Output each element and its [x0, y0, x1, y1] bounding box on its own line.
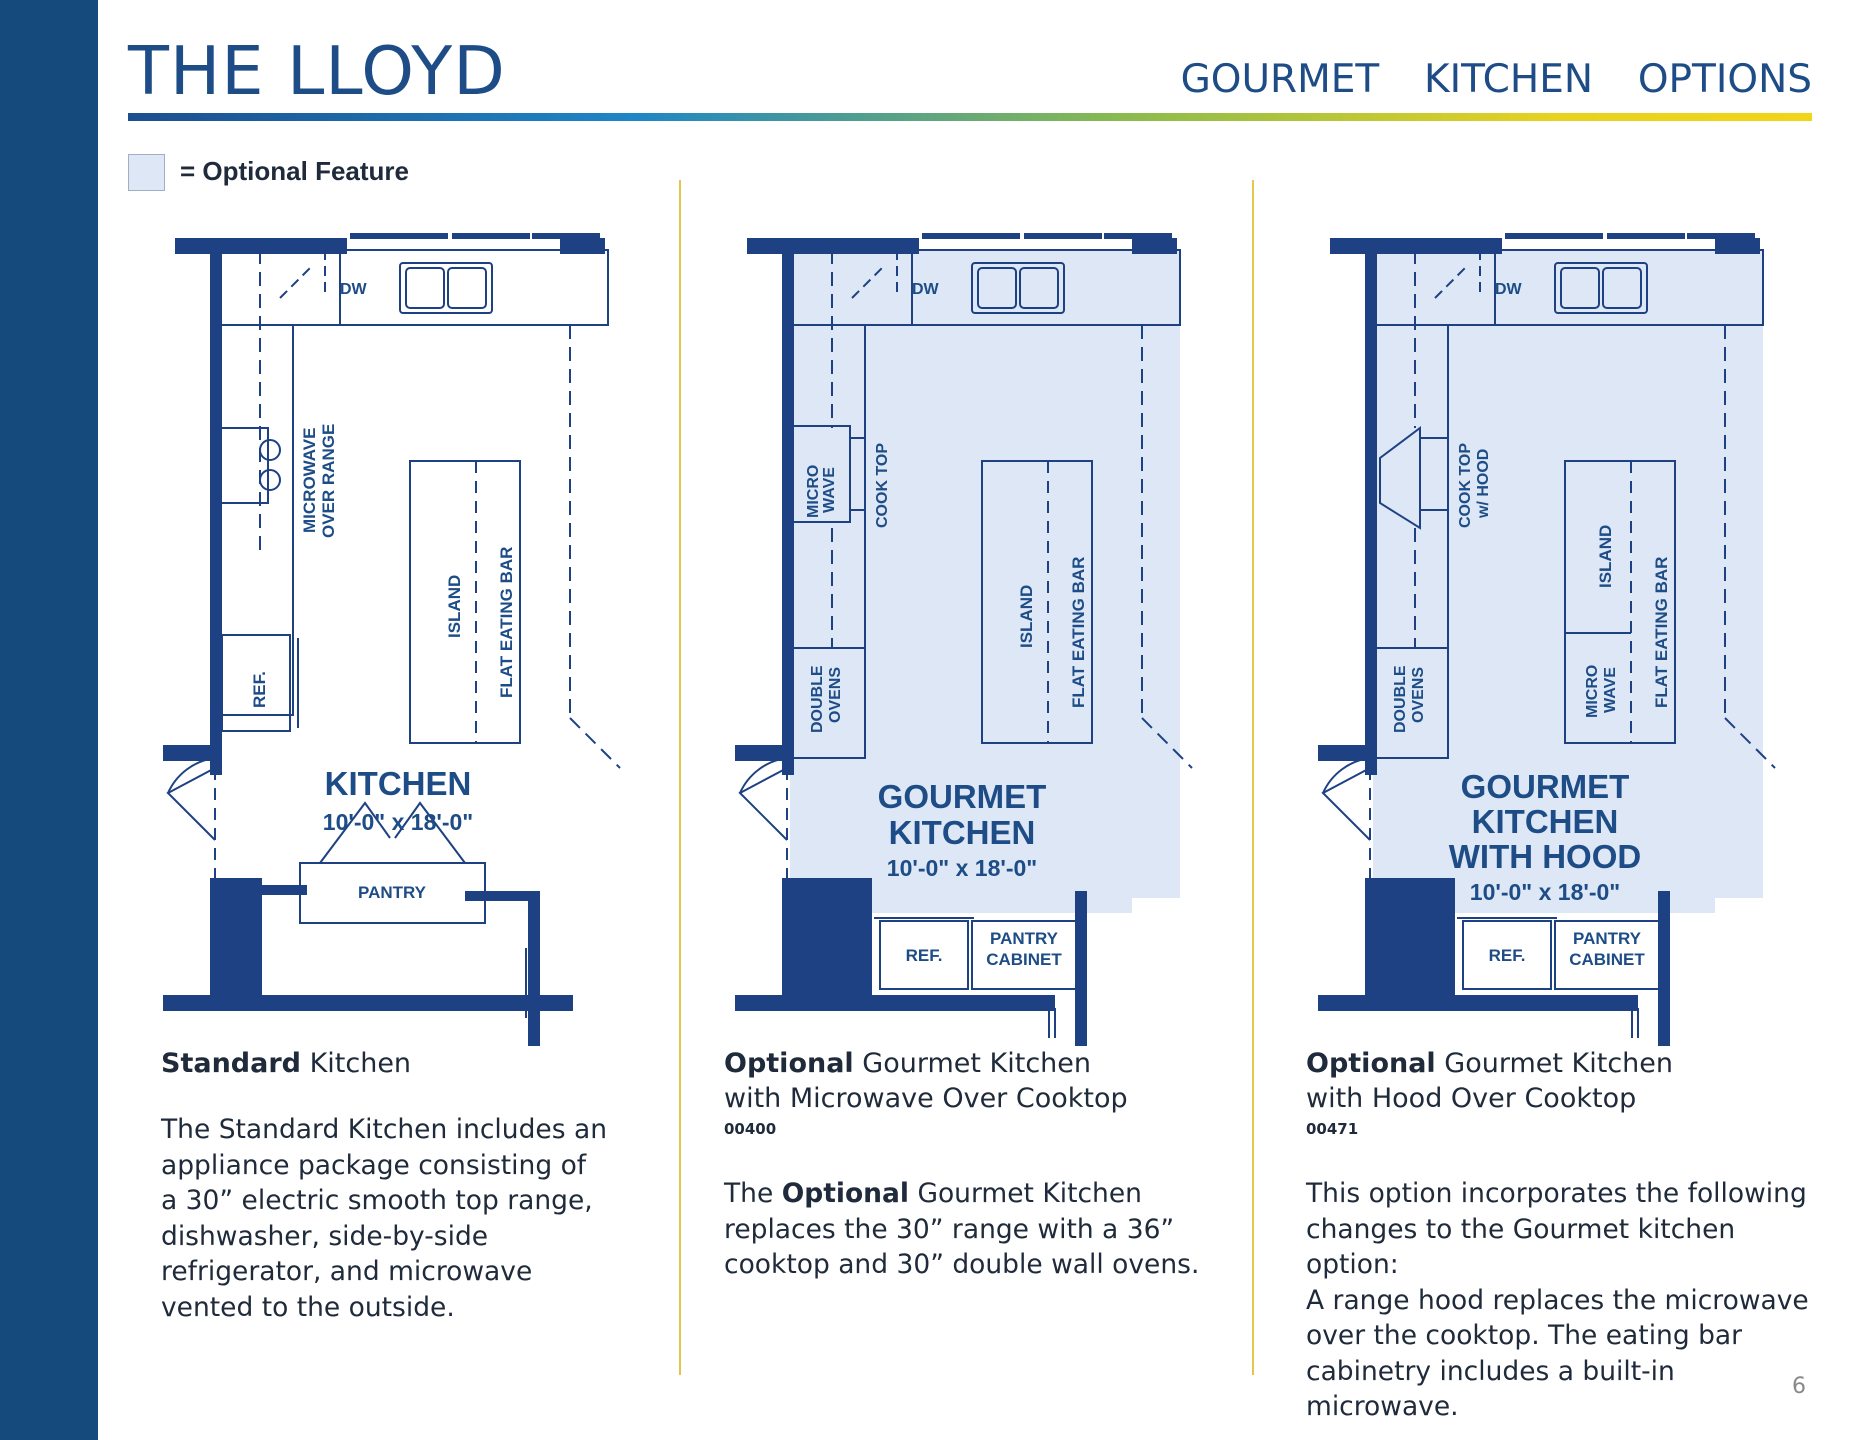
caption-line-post: Gourmet Kitchen [909, 1178, 1142, 1209]
legend-text: = Optional Feature [180, 156, 409, 186]
label-microwave-line1: MICROWAVE [300, 428, 319, 533]
caption-line: a 30” electric smooth top range, [161, 1185, 593, 1216]
label-island: ISLAND [445, 575, 464, 638]
option-code: 00471 [1306, 1120, 1359, 1138]
room-name-line1: GOURMET [878, 778, 1047, 815]
caption-heading-rest: Kitchen [300, 1048, 412, 1079]
room-name-line2: KITCHEN [1472, 803, 1619, 840]
sidebar-band [0, 0, 98, 1440]
page-title: THE LLOYD [128, 32, 506, 110]
caption-line-pre: The [724, 1178, 782, 1209]
caption-line: cabinetry includes a built-in microwave. [1306, 1355, 1675, 1423]
room-name-line3: WITH HOOD [1449, 838, 1641, 875]
label-micro-line2: WAVE [821, 467, 838, 513]
label-flat-eating-bar: FLAT EATING BAR [497, 547, 516, 698]
caption-line: refrigerator, and microwave [161, 1256, 533, 1287]
caption-line: vented to the outside. [161, 1291, 455, 1323]
label-dw: DW [912, 281, 940, 298]
label-island: ISLAND [1596, 525, 1615, 588]
caption-line: The Optional Gourmet Kitchen [724, 1176, 1224, 1212]
label-flat-eating-bar: FLAT EATING BAR [1069, 557, 1088, 708]
label-flat-eating-bar: FLAT EATING BAR [1652, 557, 1671, 708]
caption-heading-bold: Standard [161, 1048, 301, 1079]
room-dimensions: 10'-0" x 18'-0" [323, 809, 473, 835]
column-divider-1 [679, 180, 681, 1375]
caption-heading: Optional Gourmet Kitchen [1306, 1046, 1826, 1081]
label-micro-line1: MICRO [805, 465, 822, 518]
caption-gourmet-hood: Optional Gourmet Kitchen with Hood Over … [1306, 1046, 1826, 1425]
label-dw: DW [1495, 281, 1523, 298]
label-pantry-line1: PANTRY [1573, 929, 1642, 948]
caption-line: A range hood replaces the microwave [1306, 1284, 1809, 1316]
label-cooktop: COOK TOP [874, 443, 891, 528]
option-code: 00400 [724, 1120, 777, 1138]
caption-heading-line2: with Microwave Over Cooktop [724, 1083, 1128, 1114]
column-divider-2 [1252, 180, 1254, 1375]
caption-standard: Standard Kitchen The Standard Kitchen in… [161, 1046, 631, 1325]
floorplan-gourmet-hood: DW COOK TOP w/ HOOD DOUBLE OVENS ISLAND … [1318, 233, 1776, 1046]
caption-heading-bold: Optional [1306, 1048, 1436, 1079]
caption-heading-line2: with Hood Over Cooktop [1306, 1083, 1637, 1114]
label-pantry-line2: CABINET [986, 950, 1062, 969]
gradient-rule [128, 113, 1812, 121]
caption-line: appliance package consisting of [161, 1149, 587, 1181]
caption-line: cooktop and 30” double wall ovens. [724, 1249, 1200, 1280]
caption-body: The Standard Kitchen includes an applian… [161, 1112, 631, 1325]
label-cooktop-line1: COOK TOP [1457, 443, 1474, 528]
label-ovens-line2: OVENS [1410, 667, 1427, 723]
page-subtitle: GOURMET KITCHEN OPTIONS [1180, 57, 1812, 102]
caption-gourmet-microwave: Optional Gourmet Kitchen with Microwave … [724, 1046, 1224, 1283]
label-ovens-line1: DOUBLE [809, 665, 826, 733]
label-ovens-line1: DOUBLE [1392, 665, 1409, 733]
label-pantry-line2: CABINET [1569, 950, 1645, 969]
label-dw: DW [340, 281, 368, 298]
caption-line: The Standard Kitchen includes an [161, 1114, 607, 1145]
caption-line: changes to the Gourmet kitchen option: [1306, 1213, 1736, 1281]
caption-body: The Optional Gourmet Kitchen replaces th… [724, 1176, 1224, 1283]
caption-line: dishwasher, side-by-side [161, 1220, 489, 1252]
label-ref: REF. [1489, 946, 1526, 965]
floorplan-gourmet-microwave: DW MICRO WAVE COOK TOP DOUBLE OVENS ISLA… [735, 233, 1193, 1046]
caption-body: This option incorporates the following c… [1306, 1176, 1826, 1425]
label-pantry: PANTRY [358, 883, 427, 902]
caption-line: over the cooktop. The eating bar [1306, 1320, 1743, 1351]
caption-line: This option incorporates the following [1306, 1178, 1807, 1209]
room-dimensions: 10'-0" x 18'-0" [887, 855, 1037, 881]
caption-heading: Standard Kitchen [161, 1046, 631, 1081]
label-ref: REF. [906, 946, 943, 965]
label-pantry-line1: PANTRY [990, 929, 1059, 948]
page-number: 6 [1792, 1374, 1806, 1399]
caption-line-bold: Optional [781, 1178, 910, 1209]
label-island: ISLAND [1017, 585, 1036, 648]
room-name: KITCHEN [325, 765, 472, 802]
label-micro-line2: WAVE [1602, 667, 1619, 713]
room-name-line1: GOURMET [1461, 768, 1630, 805]
caption-heading: Optional Gourmet Kitchen [724, 1046, 1224, 1081]
caption-heading-bold: Optional [724, 1048, 854, 1079]
caption-heading-rest: Gourmet Kitchen [1435, 1048, 1674, 1079]
room-dimensions: 10'-0" x 18'-0" [1470, 879, 1620, 905]
label-ovens-line2: OVENS [827, 667, 844, 723]
label-micro-line1: MICRO [1584, 665, 1601, 718]
caption-heading-rest: Gourmet Kitchen [853, 1048, 1092, 1079]
room-name-line2: KITCHEN [889, 814, 1036, 851]
legend-swatch [128, 154, 165, 191]
caption-line: replaces the 30” range with a 36” [724, 1213, 1175, 1245]
label-microwave-line2: OVER RANGE [319, 424, 338, 538]
label-ref: REF. [250, 671, 269, 708]
label-cooktop-line2: w/ HOOD [1475, 449, 1492, 519]
floorplan-standard: DW MICROWAVE OVER RANGE ISLAND FLAT EATI… [163, 233, 621, 1046]
